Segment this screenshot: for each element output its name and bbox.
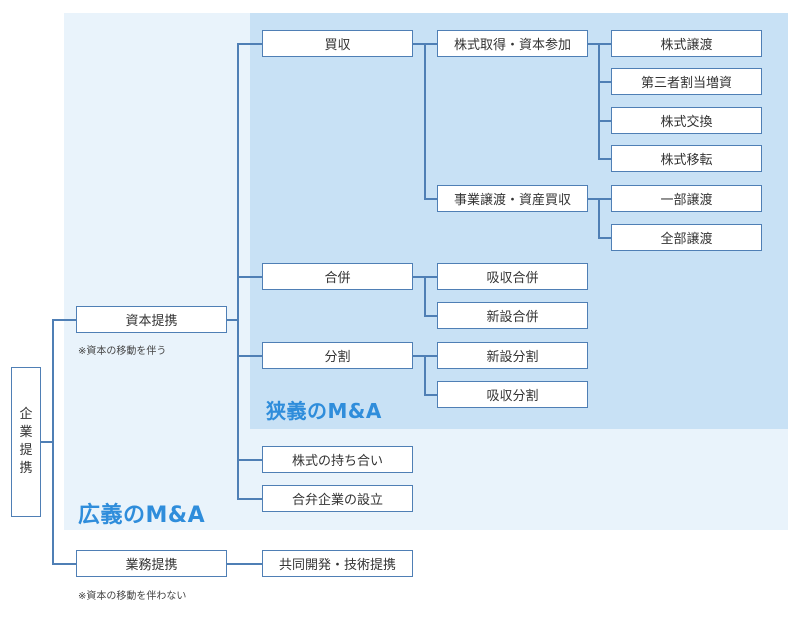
node-cross-holding: 株式の持ち合い: [262, 446, 413, 473]
narrow-ma-label: 狭義のM&A: [266, 399, 382, 423]
root-node-corporate-alliance: 企 業 提 携: [11, 367, 41, 517]
node-capital-alliance: 資本提携: [76, 306, 227, 333]
node-joint-development: 共同開発・技術提携: [262, 550, 413, 577]
node-share-exchange: 株式交換: [611, 107, 762, 134]
node-share-transfer: 株式譲渡: [611, 30, 762, 57]
node-business-alliance: 業務提携: [76, 550, 227, 577]
node-acquisition: 買収: [262, 30, 413, 57]
node-split: 分割: [262, 342, 413, 369]
root-char: 業: [19, 425, 33, 440]
node-new-split: 新設分割: [437, 342, 588, 369]
node-new-merger: 新設合併: [437, 302, 588, 329]
node-joint-venture: 合弁企業の設立: [262, 485, 413, 512]
node-stock-acquisition: 株式取得・資本参加: [437, 30, 588, 57]
root-char: 提: [19, 443, 33, 458]
node-full-transfer: 全部譲渡: [611, 224, 762, 251]
note-business-alliance: ※資本の移動を伴わない: [78, 591, 187, 602]
node-merger: 合併: [262, 263, 413, 290]
broad-ma-label: 広義のM&A: [78, 503, 206, 528]
node-absorption-merger: 吸収合併: [437, 263, 588, 290]
node-partial-transfer: 一部譲渡: [611, 185, 762, 212]
node-share-transfer-holding: 株式移転: [611, 145, 762, 172]
root-char: 企: [19, 407, 33, 422]
node-business-asset-transfer: 事業譲渡・資産買収: [437, 185, 588, 212]
node-third-party-allotment: 第三者割当増資: [611, 68, 762, 95]
node-absorption-split: 吸収分割: [437, 381, 588, 408]
root-char: 携: [19, 461, 33, 476]
note-capital-alliance: ※資本の移動を伴う: [78, 346, 167, 357]
